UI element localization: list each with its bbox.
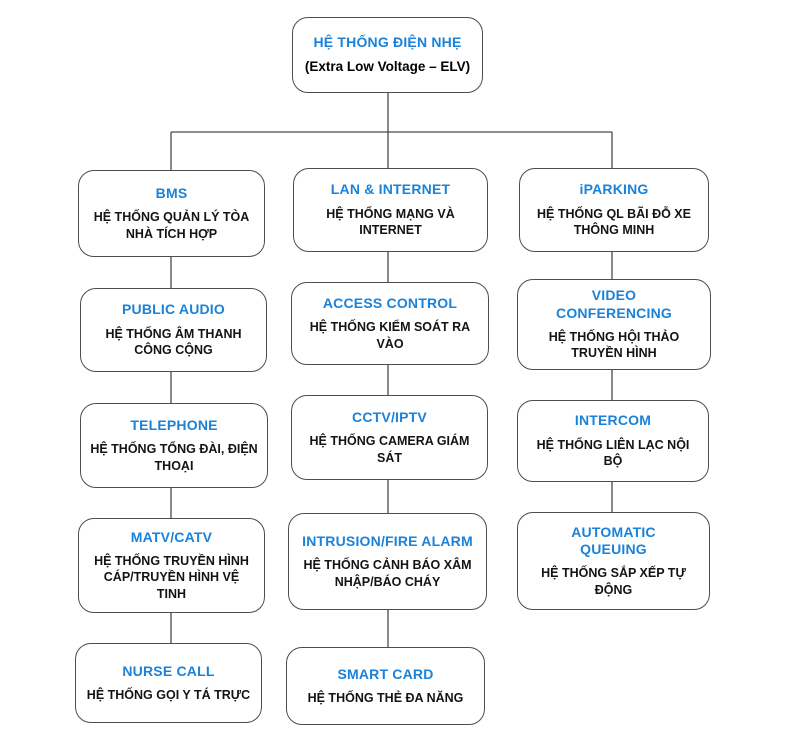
node-subtitle: HỆ THỐNG THẺ ĐA NĂNG — [307, 690, 464, 705]
node-title: MATV/CATV — [130, 528, 213, 545]
node-public-audio: PUBLIC AUDIO HỆ THỐNG ÂM THANH CÔNG CỘNG — [80, 288, 267, 372]
node-iparking: iPARKING HỆ THỐNG QL BÃI ĐỖ XE THÔNG MIN… — [519, 168, 709, 252]
node-title: TELEPHONE — [130, 416, 218, 433]
node-smart-card: SMART CARD HỆ THỐNG THẺ ĐA NĂNG — [286, 647, 485, 725]
node-title: HỆ THỐNG ĐIỆN NHẸ — [313, 34, 462, 51]
node-subtitle: HỆ THỐNG ÂM THANH CÔNG CỘNG — [105, 326, 242, 358]
node-title: NURSE CALL — [122, 662, 215, 679]
node-title: SMART CARD — [337, 665, 434, 682]
node-matv-catv: MATV/CATV HỆ THỐNG TRUYỀN HÌNH CÁP/TRUYỀ… — [78, 518, 265, 613]
node-title: AUTOMATIC QUEUING — [571, 523, 656, 557]
node-subtitle: HỆ THỐNG MẠNG VÀ INTERNET — [326, 206, 455, 238]
node-title: ACCESS CONTROL — [322, 294, 458, 311]
node-access-control: ACCESS CONTROL HỆ THỐNG KIỂM SOÁT RA VÀO — [291, 282, 489, 365]
node-title: iPARKING — [579, 181, 649, 198]
node-subtitle: HỆ THỐNG TỔNG ĐÀI, ĐIỆN THOẠI — [90, 442, 258, 473]
node-subtitle: HỆ THỐNG CAMERA GIÁM SÁT — [309, 434, 470, 465]
node-title: INTRUSION/FIRE ALARM — [302, 532, 473, 549]
node-video-conferencing: VIDEO CONFERENCING HỆ THỐNG HỘI THẢO TRU… — [517, 279, 711, 370]
node-title: VIDEO CONFERENCING — [556, 287, 672, 321]
node-title: BMS — [155, 184, 188, 201]
node-title: CCTV/IPTV — [352, 408, 427, 425]
node-intrusion-fire-alarm: INTRUSION/FIRE ALARM HỆ THỐNG CẢNH BÁO X… — [288, 513, 487, 610]
node-telephone: TELEPHONE HỆ THỐNG TỔNG ĐÀI, ĐIỆN THOẠI — [80, 403, 268, 488]
node-intercom: INTERCOM HỆ THỐNG LIÊN LẠC NỘI BỘ — [517, 400, 709, 482]
node-subtitle: HỆ THỐNG GỌI Y TÁ TRỰC — [86, 687, 251, 702]
node-cctv-iptv: CCTV/IPTV HỆ THỐNG CAMERA GIÁM SÁT — [291, 395, 488, 480]
node-subtitle: HỆ THỐNG QUẢN LÝ TÒA NHÀ TÍCH HỢP — [93, 210, 250, 241]
node-subtitle: HỆ THỐNG HỘI THẢO TRUYỀN HÌNH — [548, 329, 680, 361]
node-automatic-queuing: AUTOMATIC QUEUING HỆ THỐNG SẮP XẾP TỰ ĐỘ… — [517, 512, 710, 610]
node-title: LAN & INTERNET — [330, 181, 451, 198]
node-lan-internet: LAN & INTERNET HỆ THỐNG MẠNG VÀ INTERNET — [293, 168, 488, 252]
node-root-elv: HỆ THỐNG ĐIỆN NHẸ (Extra Low Voltage – E… — [292, 17, 483, 93]
node-subtitle: HỆ THỐNG TRUYỀN HÌNH CÁP/TRUYỀN HÌNH VỆ … — [94, 553, 249, 601]
node-nurse-call: NURSE CALL HỆ THỐNG GỌI Y TÁ TRỰC — [75, 643, 262, 723]
node-subtitle: HỆ THỐNG CẢNH BÁO XÂM NHẬP/BÁO CHÁY — [303, 558, 472, 589]
node-bms: BMS HỆ THỐNG QUẢN LÝ TÒA NHÀ TÍCH HỢP — [78, 170, 265, 257]
node-title: PUBLIC AUDIO — [122, 301, 225, 318]
node-title: INTERCOM — [574, 412, 652, 429]
node-subtitle: HỆ THỐNG SẮP XẾP TỰ ĐỘNG — [541, 566, 686, 597]
node-subtitle: HỆ THỐNG QL BÃI ĐỖ XE THÔNG MINH — [537, 206, 691, 238]
node-subtitle: HỆ THỐNG LIÊN LẠC NỘI BỘ — [536, 437, 690, 469]
node-subtitle: (Extra Low Voltage – ELV) — [304, 59, 471, 75]
node-subtitle: HỆ THỐNG KIỂM SOÁT RA VÀO — [309, 320, 471, 351]
